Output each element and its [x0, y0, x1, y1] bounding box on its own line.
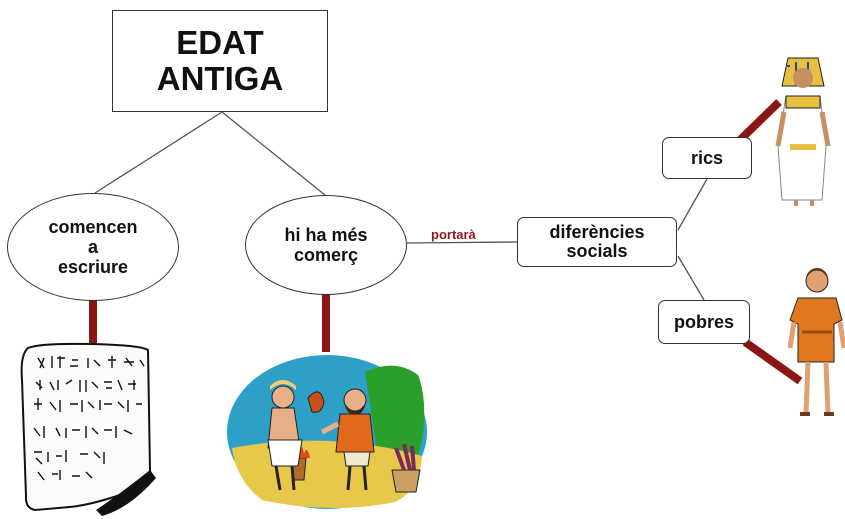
link-label-portara: portarà [431, 227, 476, 242]
node-trade-line-1: hi ha més [284, 225, 368, 245]
node-hi-ha-mes-comerc: hi ha més comerç [245, 195, 407, 295]
node-pobres: pobres [658, 300, 750, 344]
node-diferencies-socials: diferències socials [517, 217, 677, 267]
node-differences-line-1: diferències [549, 222, 645, 242]
node-rics: rics [662, 137, 752, 179]
node-differences-line-2: socials [566, 241, 628, 261]
image-link-pobres [742, 338, 803, 385]
connector-title-writing [94, 111, 223, 194]
connector-trade-differences [406, 241, 518, 244]
node-trade-line-2: comerç [293, 245, 359, 265]
node-writing-line-3: escriure [57, 257, 129, 277]
image-links [89, 99, 803, 385]
node-comencen-a-escriure: comencen a escriure [7, 193, 179, 301]
connector-differences-rics [677, 178, 708, 231]
connectors [94, 111, 708, 301]
image-link-rics [737, 99, 782, 143]
clay-tablet-image [20, 342, 156, 516]
title-box-edat-antiga: EDAT ANTIGA [112, 10, 328, 112]
title-line-1: EDAT [176, 24, 264, 61]
peasant-image [787, 268, 845, 416]
connector-title-trade [221, 111, 326, 196]
node-writing-line-1: comencen [48, 217, 138, 237]
connector-differences-pobres [677, 255, 705, 301]
pharaoh-image [775, 57, 831, 206]
node-writing-line-2: a [87, 237, 98, 257]
merchants-trading-image [227, 355, 427, 509]
title-line-2: ANTIGA [156, 60, 284, 97]
